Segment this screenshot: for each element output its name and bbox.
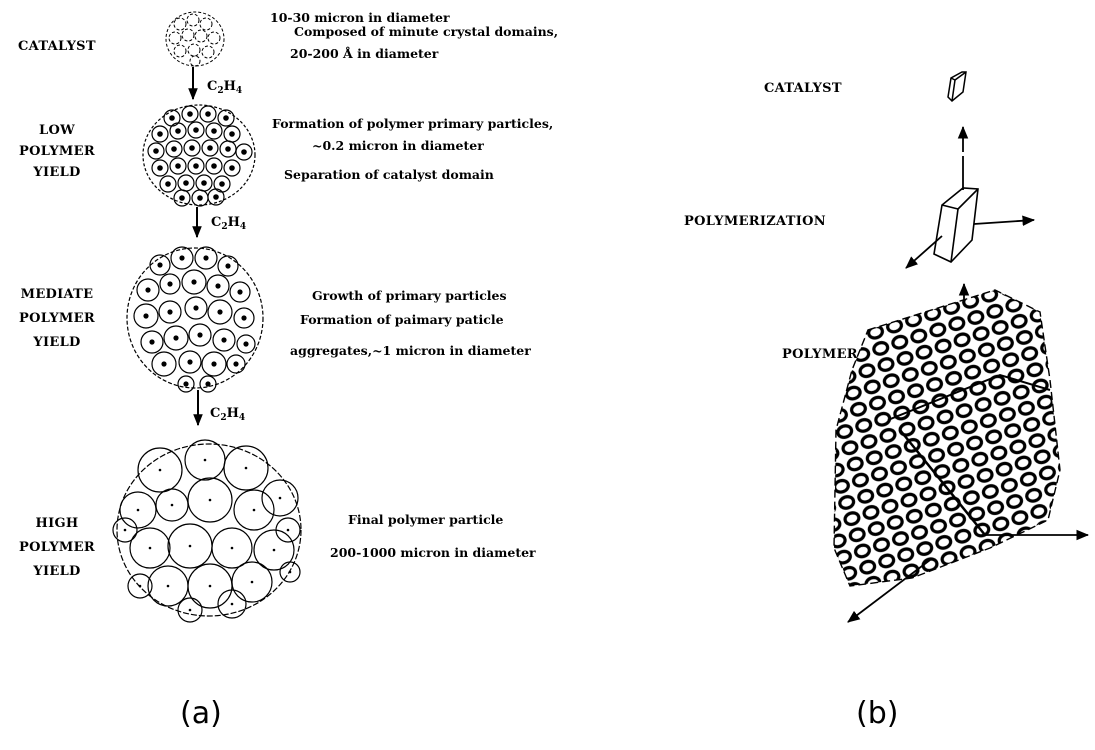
catalyst-dot [153, 148, 159, 154]
catalyst-dot [229, 165, 235, 171]
catalyst-dot [183, 180, 189, 186]
polymerization-crystal [934, 188, 978, 262]
catalyst-dot [211, 361, 216, 366]
catalyst-dot [157, 165, 163, 171]
catalyst-dot [157, 131, 163, 137]
catalyst-dot [165, 181, 171, 187]
catalyst-dot [173, 335, 178, 340]
catalyst-dot [167, 309, 172, 314]
catalyst-dot [149, 339, 154, 344]
catalyst-dot [139, 585, 142, 588]
catalyst-dot [191, 279, 196, 284]
catalyst-dot [179, 195, 185, 201]
catalyst-dot [189, 545, 192, 548]
catalyst-dot [159, 469, 162, 472]
catalyst-particle [166, 12, 224, 66]
catalyst-dot [245, 467, 248, 470]
catalyst-dot [225, 146, 231, 152]
catalyst-dot [161, 361, 166, 366]
catalyst-dot [189, 609, 192, 612]
catalyst-dot [241, 315, 246, 320]
catalyst-dot [205, 381, 210, 386]
catalyst-dot [287, 529, 290, 532]
catalyst-dot [211, 128, 217, 134]
catalyst-dot [137, 509, 140, 512]
polymer-block [820, 280, 1080, 600]
catalyst-dot [179, 255, 184, 260]
catalyst-dot [193, 305, 198, 310]
catalyst-dot [167, 281, 172, 286]
catalyst-dot [211, 163, 217, 169]
catalyst-dot [203, 255, 208, 260]
catalyst-dot [251, 581, 254, 584]
catalyst-dot [237, 289, 242, 294]
catalyst-dot [273, 549, 276, 552]
catalyst-dot [209, 499, 212, 502]
catalyst-dot [187, 359, 192, 364]
catalyst-dot [225, 263, 230, 268]
catalyst-dot [189, 145, 195, 151]
catalyst-dot [201, 180, 207, 186]
catalyst-dot [143, 313, 148, 318]
catalyst-dot [124, 529, 127, 532]
catalyst-dot [207, 145, 213, 151]
catalyst-dot [243, 341, 248, 346]
catalyst-dot [197, 332, 202, 337]
high-yield-particle [113, 440, 301, 622]
catalyst-dot [209, 585, 212, 588]
catalyst-dot [253, 509, 256, 512]
catalyst-dot [145, 287, 150, 292]
catalyst-dot [167, 585, 170, 588]
catalyst-dot [193, 127, 199, 133]
catalyst-dot [205, 111, 211, 117]
catalyst-dot [231, 547, 234, 550]
mediate-yield-particle [127, 247, 263, 392]
catalyst-dot [221, 337, 226, 342]
catalyst-dot [175, 128, 181, 134]
catalyst-dot [279, 497, 282, 500]
catalyst-dot [157, 262, 162, 267]
catalyst-dot [204, 459, 207, 462]
arrow-right-poly [974, 220, 1034, 224]
catalyst-dot [197, 195, 203, 201]
low-yield-particle [143, 105, 255, 206]
catalyst-dot [229, 131, 235, 137]
catalyst-dot [183, 381, 188, 386]
catalyst-dot [223, 115, 229, 121]
catalyst-dot [193, 163, 199, 169]
catalyst-dot [215, 283, 220, 288]
catalyst-dot [217, 309, 222, 314]
catalyst-crystal [948, 72, 966, 101]
catalyst-dot [171, 504, 174, 507]
catalyst-dot [219, 181, 225, 187]
catalyst-dot [169, 115, 175, 121]
catalyst-dot [231, 603, 234, 606]
catalyst-dot [289, 571, 292, 574]
catalyst-dot [171, 146, 177, 152]
catalyst-dot [149, 547, 152, 550]
catalyst-dot [241, 149, 247, 155]
catalyst-dot [187, 111, 193, 117]
catalyst-dot [233, 361, 238, 366]
catalyst-dot [175, 163, 181, 169]
catalyst-dot [213, 194, 219, 200]
